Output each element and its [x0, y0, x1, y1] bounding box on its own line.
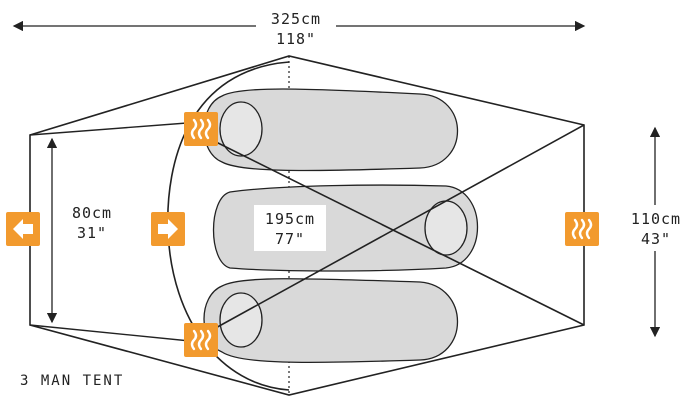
pole-diagonal-2 [211, 124, 585, 331]
fly-front-guy-bottom [29, 324, 201, 343]
sleeping-bag-top [203, 88, 459, 172]
width-cm-label: 325cm [271, 10, 321, 28]
inner-width-label-bg [626, 205, 686, 251]
inner-length-in-label: 77" [275, 230, 305, 248]
sleeping-bag-middle [212, 184, 478, 272]
vestibule-in-label: 31" [77, 224, 107, 242]
inner-width-in-label: 43" [641, 230, 671, 248]
heat-vent-icon [563, 210, 601, 248]
inner-width-cm-label: 110cm [631, 210, 681, 228]
vestibule-cm-label: 80cm [72, 204, 112, 222]
width-label-bg [256, 6, 336, 52]
width-in-label: 118" [276, 30, 316, 48]
arrow-left-icon [6, 212, 40, 246]
inner-length-label-bg [254, 205, 326, 251]
arrow-right-icon [151, 212, 185, 246]
inner-length-cm-label: 195cm [265, 210, 315, 228]
sleeping-bag-bottom [203, 278, 459, 364]
tent-caption: 3 MAN TENT [20, 373, 124, 389]
fly-front-guy-top [29, 121, 201, 136]
heat-vent-icon [182, 110, 220, 148]
pole-diagonal-1 [211, 139, 585, 326]
heat-vent-icon [182, 321, 220, 359]
